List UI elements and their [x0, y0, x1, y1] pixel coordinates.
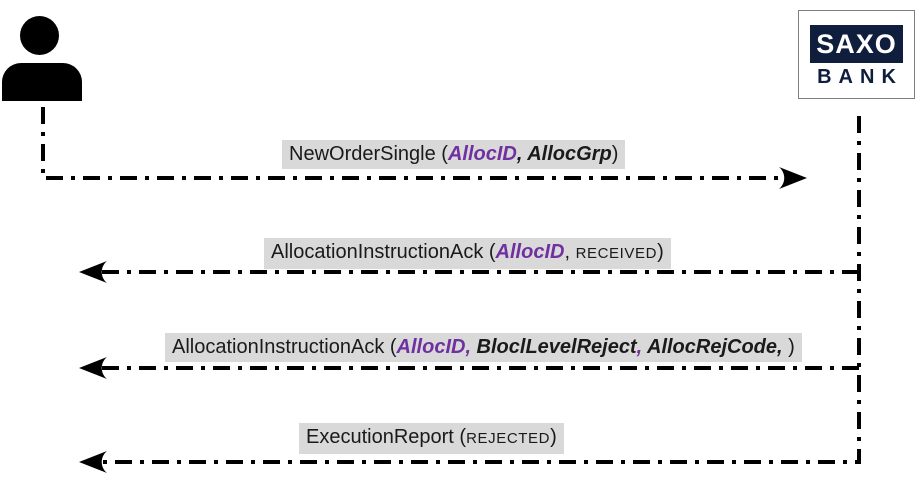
msg4-seg-rejected: REJECTED: [466, 430, 551, 447]
msg2-seg-close: ): [657, 241, 664, 263]
saxo-logo-wordmark: SAXO: [810, 25, 903, 63]
bank-lifeline-and-arrow-4: [100, 116, 861, 464]
msg3-seg-blockreject: BloclLevelReject: [471, 336, 637, 358]
client-person-icon: [2, 16, 82, 101]
msg1-seg-name: NewOrderSingle (: [289, 143, 448, 165]
msg3-seg-allocid: AllocID,: [396, 336, 471, 358]
arrow-1-right-arrowhead-icon: [779, 167, 807, 189]
msg2-seg-allocid: AllocID: [495, 241, 565, 263]
arrow-4-left-arrowhead-icon: [79, 451, 107, 473]
message-label-new-order-single: NewOrderSingle (AllocID, AllocGrp): [282, 140, 626, 169]
msg2-seg-received: RECEIVED: [575, 245, 658, 262]
msg2-seg-comma: ,: [564, 241, 576, 263]
msg1-seg-close: ): [611, 143, 619, 165]
msg3-seg-comma: ,: [636, 336, 643, 358]
msg1-seg-allocgrp: AllocGrp: [527, 143, 612, 165]
msg2-seg-name: AllocationInstructionAck (: [271, 241, 496, 263]
person-torso-shape: [2, 63, 82, 101]
msg1-seg-comma: ,: [516, 143, 528, 165]
client-lifeline-and-arrow-1: [41, 107, 786, 180]
message-label-execution-report: ExecutionReport (REJECTED): [299, 423, 564, 454]
person-head-shape: [20, 16, 59, 55]
msg4-seg-close: ): [550, 426, 557, 448]
msg1-seg-allocid: AllocID: [447, 143, 517, 165]
saxo-bank-logo: SAXO BANK: [798, 10, 915, 99]
msg3-seg-close: ): [782, 336, 795, 358]
message-label-allocation-ack-reject: AllocationInstructionAck (AllocID, Blocl…: [165, 333, 802, 362]
msg3-seg-rejcode: AllocRejCode,: [642, 336, 783, 358]
msg4-seg-name: ExecutionReport (: [306, 426, 467, 448]
message-label-allocation-ack-received: AllocationInstructionAck (AllocID, RECEI…: [264, 238, 671, 269]
saxo-logo-bank-text: BANK: [817, 66, 903, 88]
msg3-seg-name: AllocationInstructionAck (: [172, 336, 397, 358]
arrow-3-left-arrowhead-icon: [79, 357, 107, 379]
arrow-2-left-arrowhead-icon: [79, 261, 107, 283]
